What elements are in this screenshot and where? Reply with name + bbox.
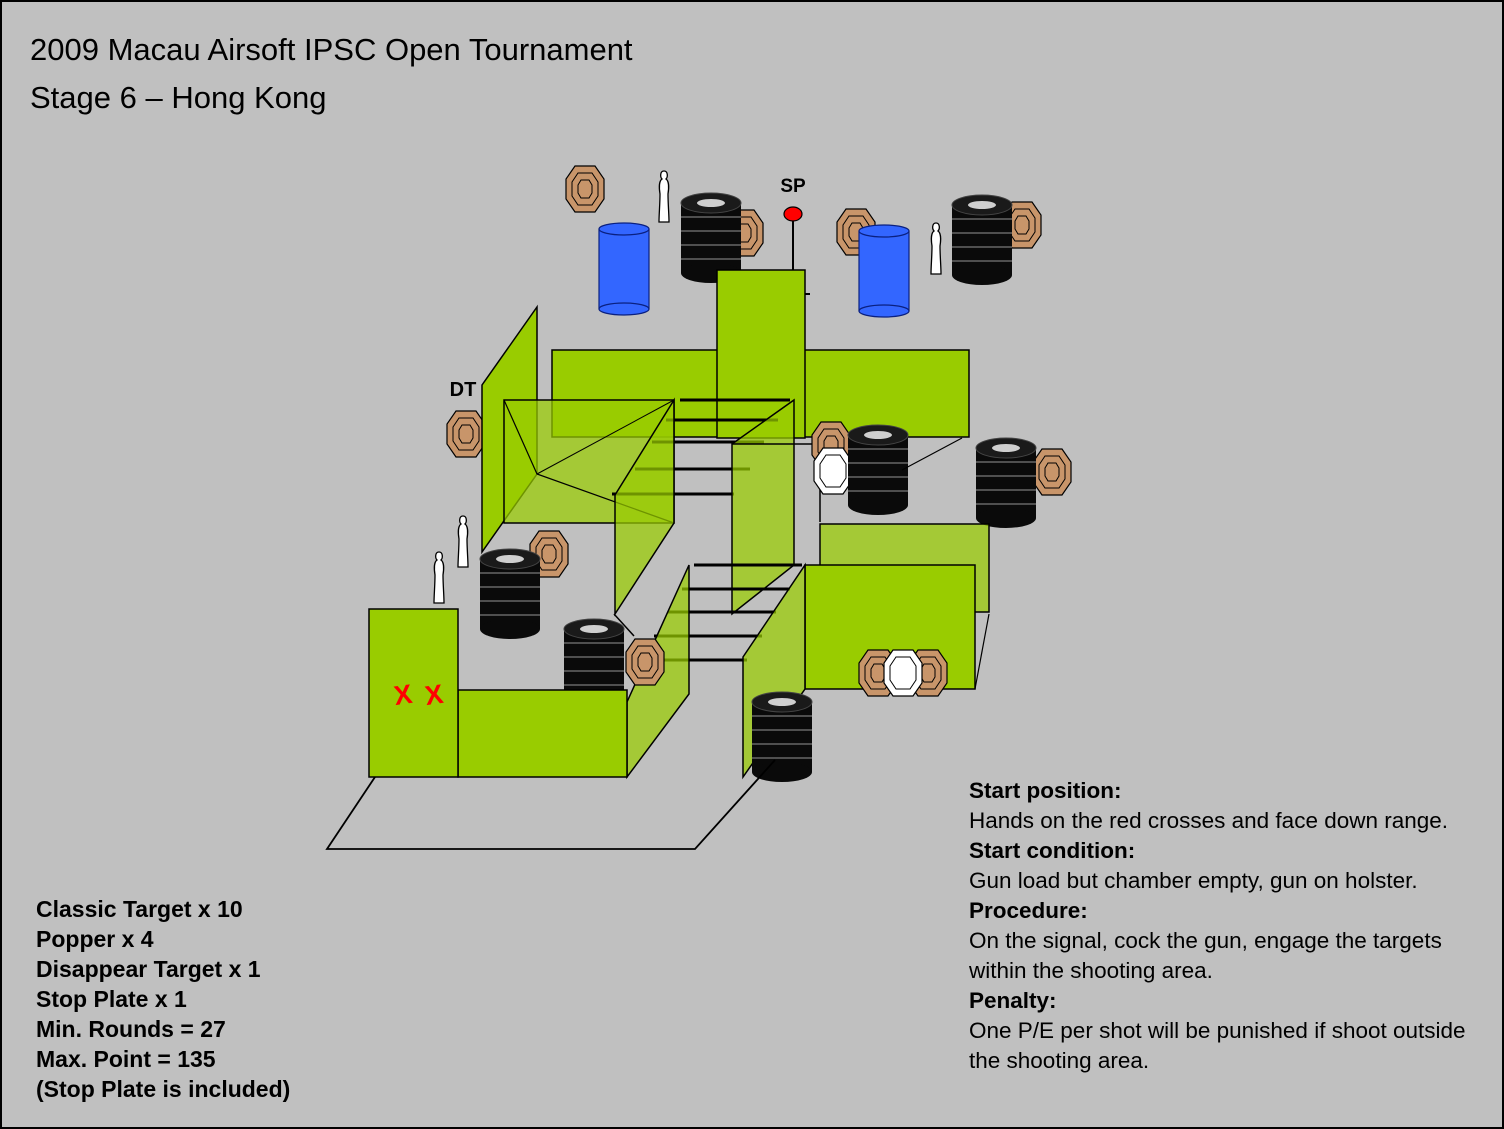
start-box-front-wall [457,689,628,778]
tire-stack-icon [951,194,1013,286]
start-box-tall-wall [368,608,459,778]
summary-classic-targets: Classic Target x 10 [36,896,243,922]
start-condition-heading: Start condition: [969,838,1136,863]
center-tall-wall [716,269,806,439]
stage-title: Stage 6 – Hong Kong [30,80,327,115]
tournament-title: 2009 Macau Airsoft IPSC Open Tournament [30,32,633,67]
tire-stack-icon [479,548,541,640]
stair-side-panel [614,397,675,617]
summary-min-rounds: Min. Rounds = 27 [36,1016,226,1042]
classic-target-icon [625,638,665,686]
tire-stack-icon [975,437,1037,529]
classic-target-icon [565,165,605,213]
stage-summary: Classic Target x 10 Popper x 4 Disappear… [36,894,290,1104]
red-cross-left: X [392,679,414,711]
no-shoot-target-icon [883,649,923,697]
procedure-text: On the signal, cock the gun, engage the … [969,928,1442,983]
summary-note: (Stop Plate is included) [36,1076,291,1102]
classic-target-icon [1032,448,1072,496]
start-point-marker [783,206,803,272]
no-shoot-target-icon [813,447,853,495]
tire-stack-icon [751,691,813,783]
summary-poppers: Popper x 4 [36,926,154,952]
blue-drum-icon [858,224,910,318]
popper-icon [930,222,942,275]
penalty-heading: Penalty: [969,988,1057,1013]
summary-disappear-target: Disappear Target x 1 [36,956,261,982]
start-position-heading: Start position: [969,778,1122,803]
sp-label: SP [780,176,806,197]
summary-stop-plate: Stop Plate x 1 [36,986,187,1012]
popper-icon [433,551,445,604]
red-cross-right: X [423,679,445,711]
start-condition-text: Gun load but chamber empty, gun on holst… [969,868,1418,893]
procedure-heading: Procedure: [969,898,1088,923]
stage-instructions: Start position: Hands on the red crosses… [969,776,1484,1076]
summary-max-point: Max. Point = 135 [36,1046,216,1072]
penalty-text: One P/E per shot will be punished if sho… [969,1018,1466,1073]
shooting-area-boundary [325,759,776,850]
tire-stack-icon [847,424,909,516]
blue-drum-icon [598,222,650,316]
start-position-text: Hands on the red crosses and face down r… [969,808,1449,833]
popper-icon [658,170,670,223]
disappear-target-icon [446,410,486,458]
dt-label: DT [450,379,477,401]
popper-icon [457,515,469,568]
